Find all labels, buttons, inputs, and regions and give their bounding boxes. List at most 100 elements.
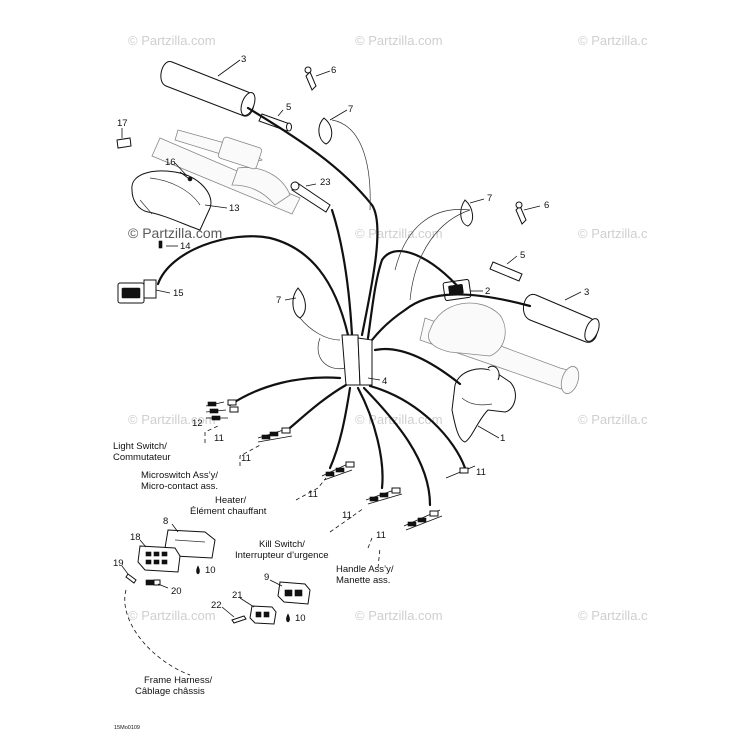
callout-20: 20 (171, 586, 182, 597)
leader (217, 59, 241, 77)
dashed-leader (367, 537, 373, 549)
leader (317, 337, 346, 370)
dashed-leader (329, 507, 365, 533)
throttle-handle (451, 368, 516, 443)
terminal-cluster-12 (205, 399, 239, 421)
terminal (391, 487, 401, 494)
leader (269, 579, 283, 587)
label-kill-switch: Kill Switch/ (259, 539, 305, 550)
throttle-lever (487, 365, 500, 381)
connector-21 (249, 605, 277, 625)
leader (277, 109, 284, 117)
leader (469, 198, 485, 204)
label-handle: Manette ass. (336, 575, 390, 586)
terminal (227, 399, 237, 406)
callout-21: 21 (232, 590, 243, 601)
cable-tie-7 (318, 117, 333, 145)
callout-6: 6 (544, 200, 549, 211)
spacer-right (489, 261, 523, 282)
leader (305, 183, 317, 187)
terminal-20 (145, 579, 155, 586)
leader (155, 289, 171, 294)
callout-7: 7 (487, 193, 492, 204)
wire (368, 384, 467, 470)
terminal (207, 401, 217, 407)
terminal (211, 415, 221, 421)
callout-11: 11 (241, 453, 251, 464)
callout-numbers: 1 2 3 3 4 5 5 6 6 7 7 7 8 9 10 10 11 11 … (113, 54, 589, 624)
terminal (459, 467, 469, 474)
switch-housing (131, 170, 212, 231)
label-frame-harness: Frame Harness/ (144, 675, 212, 686)
connector-8-edge (174, 539, 206, 543)
right-control-body (428, 302, 506, 357)
terminal (417, 517, 427, 523)
callout-18: 18 (130, 532, 141, 543)
label-frame-harness: Câblage châssis (135, 686, 205, 697)
pin (145, 551, 152, 557)
leader (523, 205, 541, 211)
terminal (379, 492, 389, 498)
leader (121, 565, 129, 575)
connector-9 (277, 581, 311, 605)
leader (409, 209, 471, 301)
terminal-pin-19 (125, 573, 137, 584)
watermarks: © Partzilla.com © Partzilla.com © Partzi… (128, 33, 648, 623)
label-handle: Handle Ass’y/ (336, 564, 394, 575)
leader (315, 70, 331, 77)
callout-7: 7 (276, 295, 281, 306)
leader (367, 377, 381, 381)
leader (477, 425, 500, 439)
dashed-leader (239, 443, 263, 466)
cable-tie-6-head (304, 66, 312, 74)
left-control-body (231, 167, 291, 206)
wire (228, 376, 342, 407)
wire (356, 386, 384, 490)
pin (263, 611, 270, 618)
wire (328, 386, 352, 470)
watermark: © Partzilla.com (128, 225, 222, 241)
leader (329, 109, 348, 121)
terminal-cluster-heater (365, 487, 403, 505)
pin (161, 551, 168, 557)
callout-2: 2 (485, 286, 490, 297)
terminal (335, 467, 345, 473)
leader-lines (121, 59, 582, 618)
housing-edge (149, 177, 201, 206)
watermark: © Partzilla.c (578, 412, 648, 427)
screw-14 (158, 240, 163, 249)
terminal-clusters (205, 399, 476, 531)
dashed-leader (124, 589, 191, 676)
terminal (369, 496, 379, 502)
wire (362, 386, 432, 507)
callout-16: 16 (165, 157, 176, 168)
callout-11: 11 (214, 433, 224, 444)
leader (331, 119, 371, 211)
cable-tie-6-head (515, 201, 523, 209)
housing-edge (139, 199, 153, 215)
wire (156, 235, 350, 337)
right-handlebar-assembly (419, 261, 600, 443)
label-light-switch: Commutateur (113, 452, 171, 463)
label-kill-switch: Interrupteur d’urgence (235, 550, 328, 561)
terminal-cluster-kill (403, 509, 443, 531)
cable-tie-6 (515, 205, 527, 225)
cable-tie-6 (305, 71, 317, 91)
terminal-cluster-handle (445, 465, 476, 479)
terminal (261, 434, 271, 440)
grease-drop-icon (286, 613, 290, 623)
callout-23: 23 (320, 177, 331, 188)
callout-11: 11 (376, 530, 386, 541)
watermark: © Partzilla.com (355, 33, 443, 48)
watermark: © Partzilla.com (355, 226, 443, 241)
figure-code: 15Mo0109 (114, 725, 140, 731)
watermark: © Partzilla.com (128, 33, 216, 48)
bar-end (560, 366, 580, 394)
terminal-20 (153, 579, 161, 586)
label-heater: Heater/ (215, 495, 247, 506)
terminal-cluster-light (257, 427, 293, 443)
spacer-end (286, 122, 292, 132)
wire (373, 347, 462, 386)
callout-8: 8 (163, 516, 168, 527)
